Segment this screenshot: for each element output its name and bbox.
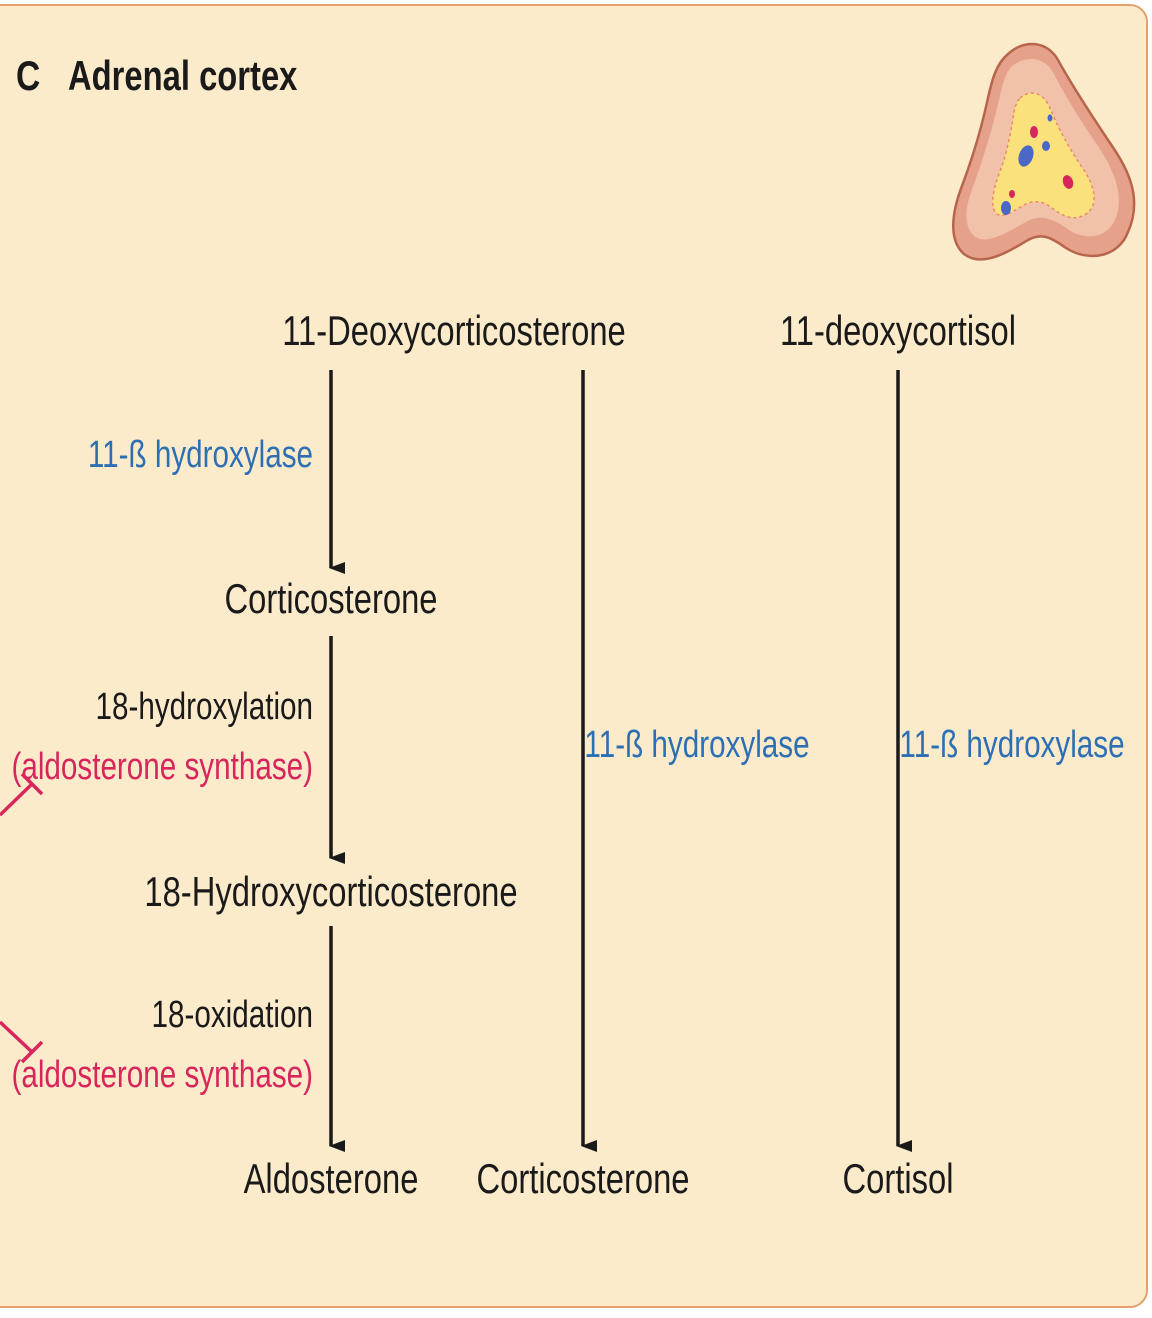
enzyme-11b-hydroxylase-mid: 11-ß hydroxylase: [584, 726, 809, 764]
enzyme-11b-hydroxylase-right: 11-ß hydroxylase: [899, 726, 1124, 764]
enzyme-aldosterone-synthase-2: (aldosterone synthase): [11, 1056, 313, 1094]
step-18-oxidation: 18-oxidation: [152, 996, 313, 1034]
enzyme-11b-hydroxylase-left: 11-ß hydroxylase: [88, 436, 313, 474]
compound-corticosterone-end: Corticosterone: [476, 1158, 689, 1200]
step-18-hydroxylation: 18-hydroxylation: [96, 688, 313, 726]
inhibition-line-2: [0, 1022, 32, 1052]
enzyme-aldosterone-synthase-1: (aldosterone synthase): [11, 748, 313, 786]
compound-cortisol: Cortisol: [842, 1158, 953, 1200]
compound-corticosterone: Corticosterone: [224, 578, 437, 620]
compound-18-hydroxycorticosterone: 18-Hydroxycorticosterone: [144, 871, 517, 913]
inhibition-line-1: [0, 784, 32, 815]
compound-11-deoxycortisol: 11-deoxycortisol: [780, 310, 1016, 352]
compound-aldosterone: Aldosterone: [244, 1158, 419, 1200]
compound-11-deoxycorticosterone: 11-Deoxycorticosterone: [282, 310, 626, 352]
